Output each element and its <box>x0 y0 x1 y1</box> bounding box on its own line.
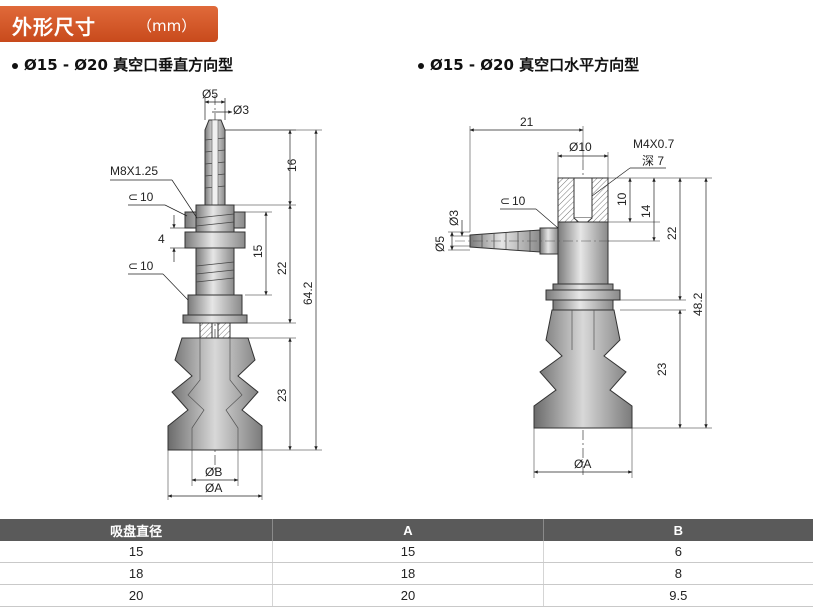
dim-d5-right: Ø5 <box>433 236 447 252</box>
column-header-b: B <box>543 519 813 541</box>
dim-d3-right: Ø3 <box>447 210 461 226</box>
bullet-icon <box>12 62 18 69</box>
dim-d10: Ø10 <box>569 140 592 154</box>
section-title-horizontal-text: Ø15 - Ø20 真空口水平方向型 <box>430 56 640 74</box>
wrench-size-1: 10 <box>140 190 154 204</box>
cell-cup-diameter: 20 <box>0 584 274 607</box>
table-header-row: 吸盘直径 A B <box>0 519 813 541</box>
dim-48-2: 48.2 <box>691 292 705 316</box>
table-row: 20 20 9.5 <box>0 584 813 607</box>
column-header-a: A <box>272 519 544 541</box>
dim-21: 21 <box>520 115 534 129</box>
dim-64-2: 64.2 <box>301 281 315 305</box>
dim-14: 14 <box>639 204 653 218</box>
wrench-icon: ⊂ <box>128 259 138 273</box>
table-row: 15 15 6 <box>0 541 813 563</box>
header-bar: 外形尺寸 （mm） <box>0 6 218 42</box>
dim-dia-a: ØA <box>205 481 222 495</box>
wrench-size-right: 10 <box>512 194 526 208</box>
cell-a: 15 <box>272 541 544 563</box>
dim-4: 4 <box>158 232 165 246</box>
vertical-type-drawing: Ø5 Ø3 M8X1.25 ⊂ 10 ⊂ 10 4 16 15 22 <box>110 87 322 500</box>
bullet-icon <box>418 62 424 69</box>
thread-label: M8X1.25 <box>110 164 158 178</box>
header-unit: （mm） <box>137 17 197 35</box>
dim-22: 22 <box>275 261 289 275</box>
section-title-horizontal: Ø15 - Ø20 真空口水平方向型 <box>418 54 639 75</box>
dim-23-right: 23 <box>655 362 669 376</box>
dim-16: 16 <box>285 158 299 172</box>
column-header-cup-diameter: 吸盘直径 <box>0 519 274 541</box>
section-title-vertical: Ø15 - Ø20 真空口垂直方向型 <box>12 54 233 75</box>
dim-10: 10 <box>615 192 629 206</box>
header-title: 外形尺寸 <box>12 15 96 39</box>
dim-23: 23 <box>275 388 289 402</box>
dim-22-right: 22 <box>665 226 679 240</box>
section-title-vertical-text: Ø15 - Ø20 真空口垂直方向型 <box>24 56 234 74</box>
dim-d5: Ø5 <box>202 87 218 101</box>
cell-b: 6 <box>543 541 813 563</box>
cell-a: 20 <box>272 584 544 607</box>
cell-b: 9.5 <box>543 584 813 607</box>
thread-label-right: M4X0.7 <box>633 137 675 151</box>
wrench-icon: ⊂ <box>128 190 138 204</box>
dim-dia-b: ØB <box>205 465 222 479</box>
dim-dia-a-right: ØA <box>574 457 591 471</box>
cell-cup-diameter: 18 <box>0 562 274 585</box>
cell-cup-diameter: 15 <box>0 541 274 563</box>
wrench-icon: ⊂ <box>500 194 510 208</box>
cell-b: 8 <box>543 562 813 585</box>
dim-d3: Ø3 <box>233 103 249 117</box>
table-row: 18 18 8 <box>0 562 813 585</box>
depth-label: 深 7 <box>642 154 664 168</box>
technical-drawing: Ø5 Ø3 M8X1.25 ⊂ 10 ⊂ 10 4 16 15 22 <box>110 87 712 500</box>
dim-15: 15 <box>251 244 265 258</box>
horizontal-type-drawing: 21 Ø10 M4X0.7 深 7 ⊂ 10 Ø3 Ø5 10 14 <box>433 115 712 478</box>
cell-a: 18 <box>272 562 544 585</box>
dimension-table: 吸盘直径 A B 15 15 6 18 18 8 20 20 9.5 <box>0 519 813 607</box>
wrench-size-2: 10 <box>140 259 154 273</box>
